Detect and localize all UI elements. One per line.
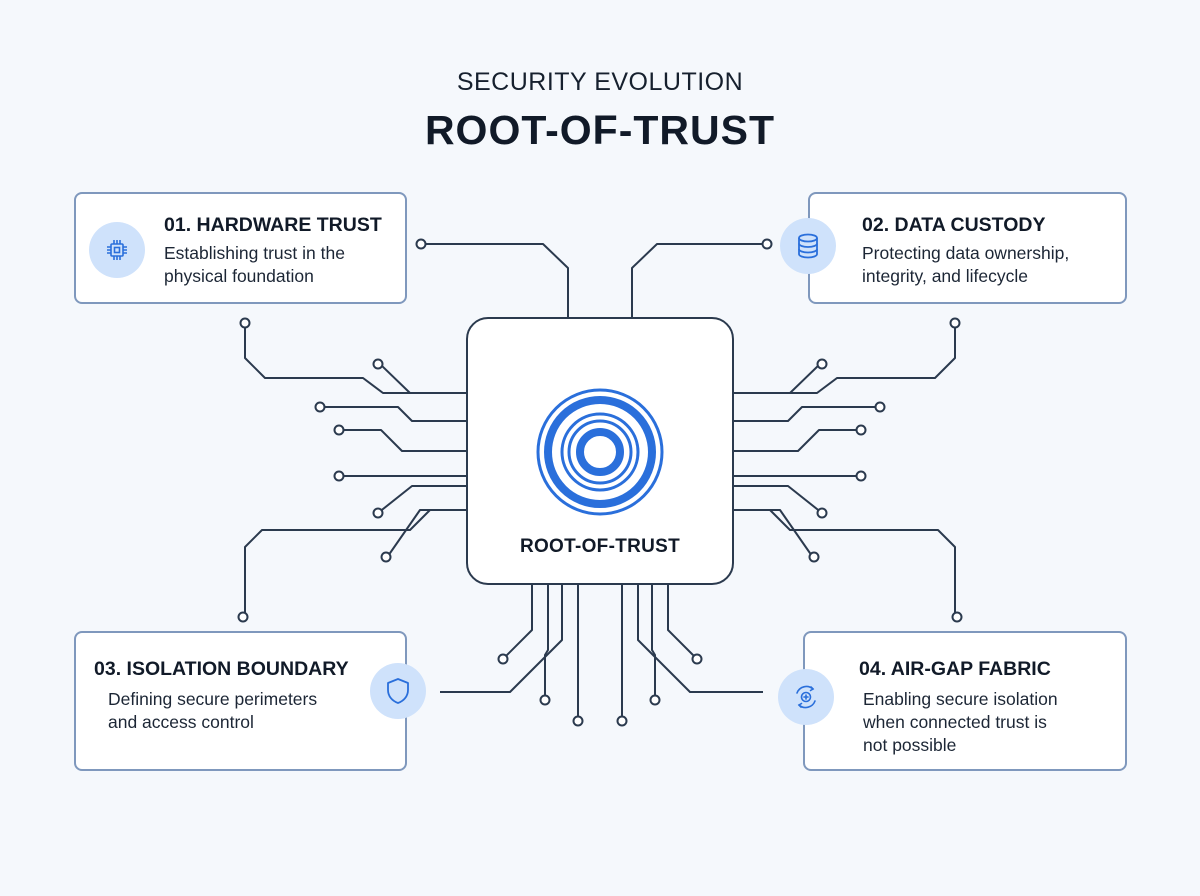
card-air-gap-fabric: 04. AIR-GAP FABRIC Enabling secure isola… — [778, 631, 1127, 771]
diagram-subtitle: SECURITY EVOLUTION — [456, 68, 744, 96]
card-description: Establishing trust in the physical found… — [164, 243, 345, 286]
trace-left-5 — [377, 485, 466, 514]
trace-right-5 — [734, 485, 823, 514]
card-title: 01. HARDWARE TRUST — [164, 214, 382, 236]
trace-bottom-5 — [651, 585, 656, 697]
trace-left-long-bottom — [244, 509, 466, 614]
trace-bottom-1 — [504, 585, 533, 658]
card-description: Enabling secure isolation when connected… — [863, 689, 1058, 755]
diagram-title: ROOT-OF-TRUST — [424, 107, 776, 153]
chip-icon — [89, 222, 145, 278]
database-icon — [780, 218, 836, 274]
trace-to-hardware-trust — [425, 243, 569, 317]
trace-right-2 — [734, 406, 879, 422]
card-isolation-boundary: 03. ISOLATION BOUNDARY Defining secure p… — [74, 631, 426, 771]
trace-right-long-top — [734, 323, 956, 394]
trace-left-long-top — [244, 323, 466, 394]
trace-right-long-bottom — [734, 509, 956, 614]
header: SECURITY EVOLUTION ROOT-OF-TRUST — [0, 68, 1200, 154]
air-gap-icon — [778, 669, 834, 725]
trace-right-1 — [734, 363, 821, 394]
trace-left-2 — [321, 406, 466, 422]
card-data-custody: 02. DATA CUSTODY Protecting data ownersh… — [780, 192, 1127, 304]
concentric-rings-icon — [536, 388, 664, 516]
trace-left-1 — [379, 363, 466, 394]
trace-right-3 — [734, 429, 859, 452]
card-title: 04. AIR-GAP FABRIC — [859, 658, 1051, 680]
trace-to-data-custody — [631, 243, 763, 317]
root-of-trust-chip: ROOT-OF-TRUST — [466, 317, 734, 585]
card-title: 02. DATA CUSTODY — [862, 214, 1046, 236]
trace-bottom-6 — [667, 585, 696, 658]
trace-to-air-gap-fabric — [637, 585, 763, 693]
card-description: Protecting data ownership, integrity, an… — [862, 243, 1070, 286]
card-title: 03. ISOLATION BOUNDARY — [94, 658, 349, 680]
trace-right-6 — [734, 509, 813, 557]
trace-to-isolation-boundary — [440, 585, 563, 693]
chip-label: ROOT-OF-TRUST — [519, 536, 681, 557]
card-description: Defining secure perimeters and access co… — [108, 689, 318, 732]
card-hardware-trust: 01. HARDWARE TRUST Establishing trust in… — [74, 192, 407, 304]
shield-icon — [370, 663, 426, 719]
trace-left-6 — [387, 509, 466, 557]
trace-left-3 — [341, 429, 466, 452]
trace-bottom-2 — [544, 585, 549, 697]
